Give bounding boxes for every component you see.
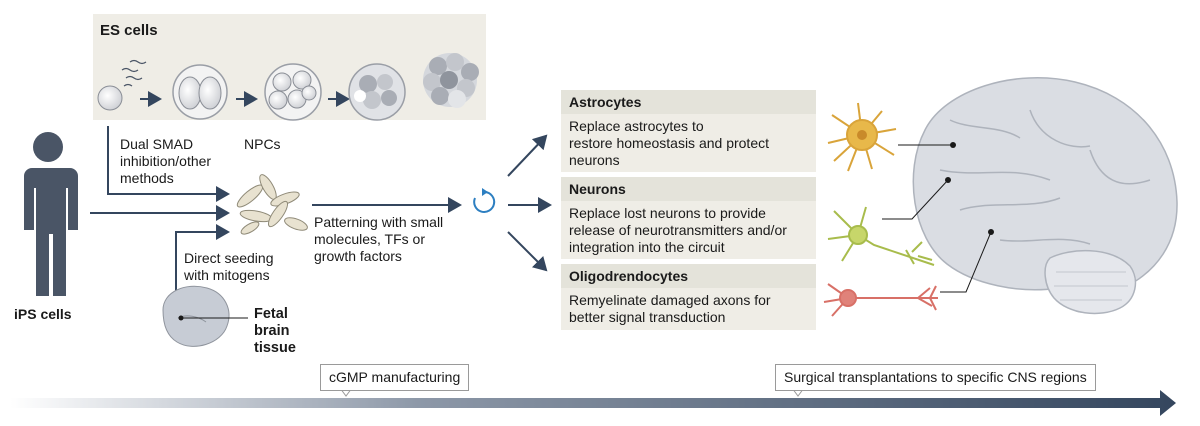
es-cells-title: ES cells xyxy=(100,22,158,39)
neuron-icon xyxy=(827,206,935,266)
oligodendrocytes-card-title: Oligodrendocytes xyxy=(561,264,816,288)
astrocyte-icon xyxy=(827,102,897,172)
blastocyst-icon xyxy=(348,63,406,121)
person-icon xyxy=(24,132,78,296)
oligodendrocytes-card-text: Remyelinate damaged axons for better sig… xyxy=(561,288,816,330)
sperm-icon xyxy=(121,59,147,87)
fetal-brain-icon xyxy=(162,285,248,347)
timeline-arrow xyxy=(10,390,1176,416)
astrocytes-card: Astrocytes Replace astrocytes to restore… xyxy=(561,90,816,172)
brain-icon xyxy=(912,77,1178,315)
oligodendrocyte-icon xyxy=(823,283,938,317)
oligodendrocytes-card: Oligodrendocytes Remyelinate damaged axo… xyxy=(561,264,816,330)
egg-cell-icon xyxy=(97,85,123,111)
astrocytes-card-title: Astrocytes xyxy=(561,90,816,114)
fetal-brain-label: Fetal brain tissue xyxy=(254,306,296,356)
morula-icon xyxy=(264,63,322,121)
neurons-card-text: Replace lost neurons to provide release … xyxy=(561,201,816,259)
dual-smad-label: Dual SMAD inhibition/other methods xyxy=(120,136,212,186)
two-cell-embryo-icon xyxy=(172,64,228,120)
cell-cluster-icon xyxy=(423,53,479,108)
cgmp-callout: cGMP manufacturing xyxy=(320,364,470,391)
npcs-icon xyxy=(236,174,308,235)
patterning-label: Patterning with small molecules, TFs or … xyxy=(314,214,444,264)
astrocytes-card-text: Replace astrocytes to restore homeostasi… xyxy=(561,114,816,172)
ips-cells-label: iPS cells xyxy=(14,306,72,322)
npcs-label: NPCs xyxy=(244,136,281,152)
direct-seeding-label: Direct seeding with mitogens xyxy=(184,250,274,283)
neurons-card-title: Neurons xyxy=(561,177,816,201)
neurons-card: Neurons Replace lost neurons to provide … xyxy=(561,177,816,259)
surgical-callout: Surgical transplantations to specific CN… xyxy=(775,364,1096,391)
cycle-icon xyxy=(473,188,496,213)
